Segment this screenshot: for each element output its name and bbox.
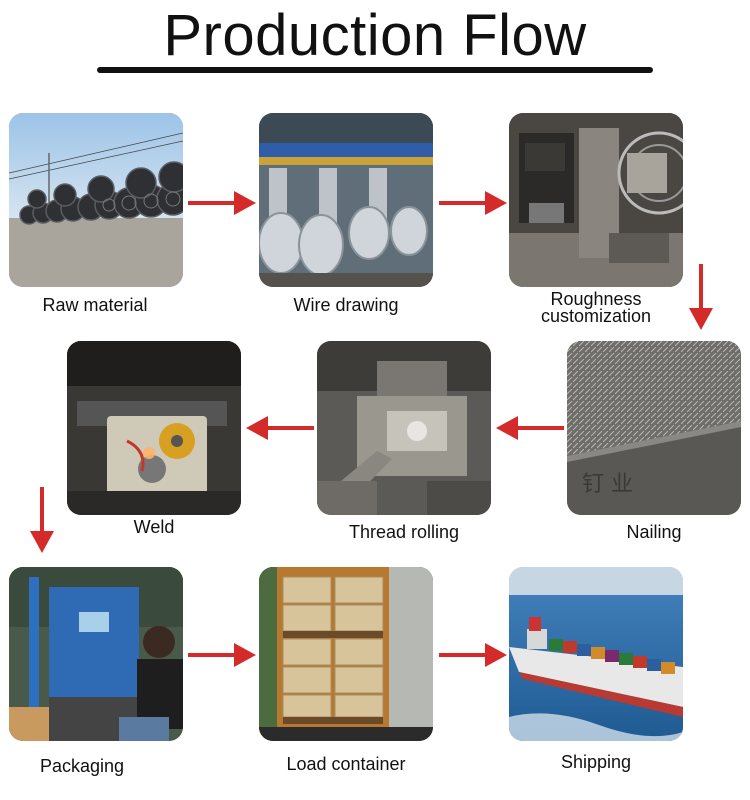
roughness-machine-photo bbox=[509, 113, 683, 287]
packaging-station-photo bbox=[9, 567, 183, 741]
flow-arrow-right bbox=[188, 640, 256, 670]
nail-bin-photo: 钉 业 bbox=[567, 341, 741, 515]
label-line: customization bbox=[501, 308, 691, 325]
loaded-container-photo bbox=[259, 567, 433, 741]
svg-text:钉 业: 钉 业 bbox=[582, 472, 633, 497]
flow-arrow-left bbox=[246, 413, 314, 443]
step-label-wire-drawing: Wire drawing bbox=[251, 297, 441, 314]
title-underline bbox=[97, 67, 653, 73]
step-label-nailing: Nailing bbox=[559, 524, 749, 541]
step-label-load-container: Load container bbox=[251, 756, 441, 773]
container-ship-photo bbox=[509, 567, 683, 741]
thread-rolling-machine-photo bbox=[317, 341, 491, 515]
flow-arrow-right bbox=[188, 188, 256, 218]
step-label-thread-rolling: Thread rolling bbox=[309, 524, 499, 541]
flow-arrow-right bbox=[439, 640, 507, 670]
step-label-raw-material: Raw material bbox=[0, 297, 190, 314]
step-label-packaging: Packaging bbox=[0, 758, 177, 775]
wire-drawing-machine-photo bbox=[259, 113, 433, 287]
page-title: Production Flow bbox=[0, 2, 750, 69]
step-label-weld: Weld bbox=[59, 519, 249, 536]
flow-arrow-down bbox=[686, 264, 716, 332]
welding-machine-photo bbox=[67, 341, 241, 515]
flow-arrow-right bbox=[439, 188, 507, 218]
step-label-shipping: Shipping bbox=[501, 754, 691, 771]
flow-arrow-left bbox=[496, 413, 564, 443]
flow-arrow-down bbox=[27, 487, 57, 555]
step-label-roughness-customization: Roughness customization bbox=[501, 291, 691, 325]
steel-wire-coils-photo bbox=[9, 113, 183, 287]
